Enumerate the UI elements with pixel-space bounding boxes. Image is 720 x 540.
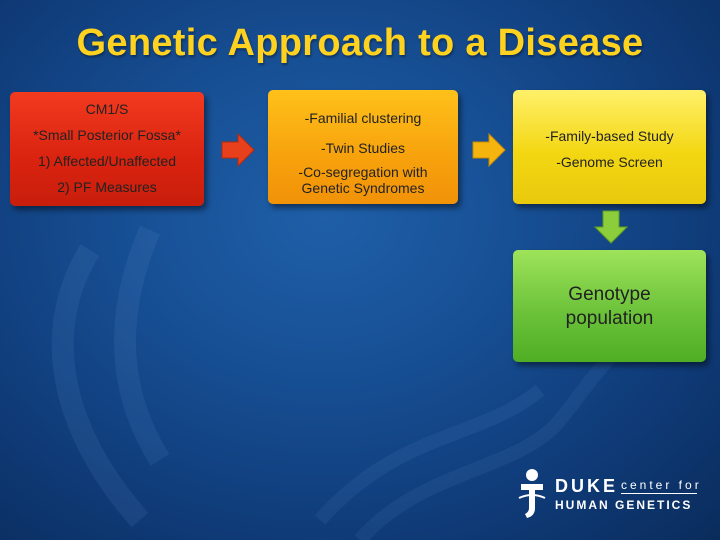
evidence-box: -Familial clustering -Twin Studies -Co-s…	[268, 90, 458, 204]
right-arrow-icon	[221, 133, 255, 167]
evidence-line-1: -Familial clustering	[304, 110, 422, 126]
study-line-1: -Family-based Study	[545, 128, 674, 144]
logo-center-for: center for	[621, 478, 702, 492]
evidence-line-2: -Twin Studies	[320, 140, 406, 156]
slide-title: Genetic Approach to a Disease	[76, 22, 644, 64]
genotype-line-1: Genotype	[568, 284, 651, 305]
phenotype-line-2: *Small Posterior Fossa*	[33, 127, 181, 143]
logo-brand: DUKE	[555, 476, 619, 496]
phenotype-line-4: 2) PF Measures	[57, 179, 157, 195]
evidence-line-3: -Co-segregation with	[298, 164, 428, 180]
genotype-box: Genotype population	[513, 250, 706, 362]
study-box: -Family-based Study -Genome Screen	[513, 90, 706, 204]
duke-logo: DUKE center for HUMAN GENETICS	[515, 466, 705, 526]
genotype-line-2: population	[565, 308, 654, 329]
study-line-2: -Genome Screen	[556, 154, 663, 170]
logo-rule	[621, 493, 697, 494]
down-arrow-icon	[594, 210, 628, 244]
duke-emblem-icon	[518, 469, 546, 518]
phenotype-line-3: 1) Affected/Unaffected	[37, 153, 177, 169]
evidence-line-4: Genetic Syndromes	[301, 180, 425, 196]
logo-human-genetics: HUMAN GENETICS	[555, 498, 693, 512]
right-arrow-icon	[472, 133, 506, 167]
phenotype-line-1: CM1/S	[85, 101, 129, 117]
phenotype-box: CM1/S *Small Posterior Fossa* 1) Affecte…	[10, 92, 204, 206]
